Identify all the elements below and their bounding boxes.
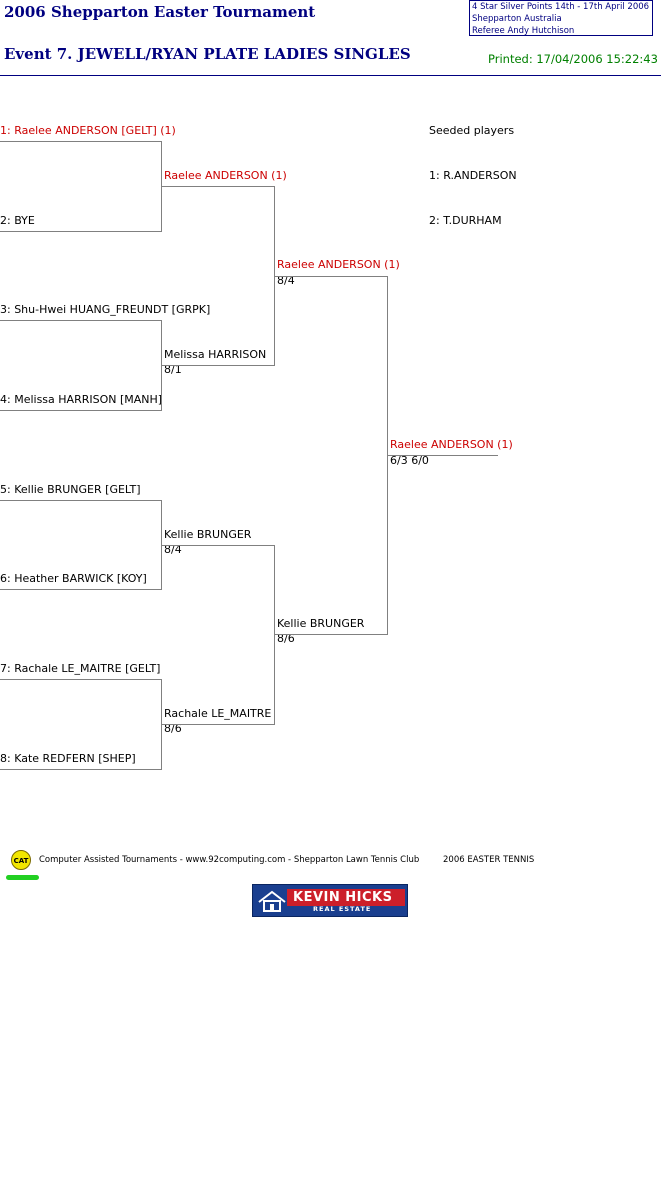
bracket-line	[0, 141, 162, 142]
round2-winner: Melissa HARRISON	[164, 348, 267, 361]
draw-entry-7: 7: Rachale LE_MAITRE [GELT]	[0, 662, 161, 675]
semifinal-winner: Raelee ANDERSON (1)	[277, 258, 400, 271]
sponsor-logo: KEVIN HICKS REAL ESTATE	[252, 884, 408, 917]
footer-credit: Computer Assisted Tournaments - www.92co…	[39, 855, 420, 865]
draw-entry-4: 4: Melissa HARRISON [MANH]	[0, 393, 163, 406]
draw-entry-6: 6: Heather BARWICK [KOY]	[0, 572, 147, 585]
tournament-info-box: 4 Star Silver Points 14th - 17th April 2…	[469, 0, 653, 36]
bracket-line	[274, 545, 275, 725]
tournament-title: 2006 Shepparton Easter Tournament	[4, 3, 316, 21]
seeded-players-heading: Seeded players	[429, 124, 515, 137]
round2-winner: Raelee ANDERSON (1)	[164, 169, 287, 182]
bracket-line	[161, 320, 162, 411]
draw-entry-8: 8: Kate REDFERN [SHEP]	[0, 752, 136, 765]
draw-entry-3: 3: Shu-Hwei HUANG_FREUNDT [GRPK]	[0, 303, 211, 316]
sponsor-name: KEVIN HICKS	[293, 890, 393, 905]
bracket-line	[161, 500, 162, 590]
sponsor-band	[287, 889, 405, 906]
bracket-line	[161, 679, 162, 770]
bracket-line	[275, 276, 388, 277]
semifinal-score: 8/6	[277, 632, 295, 645]
bracket-line	[275, 634, 388, 635]
bracket-line	[387, 276, 388, 635]
final-score: 6/3 6/0	[390, 454, 429, 467]
draw-entry-2: 2: BYE	[0, 214, 35, 227]
bracket-line	[162, 724, 275, 725]
bracket-line	[0, 500, 162, 501]
round2-winner: Kellie BRUNGER	[164, 528, 252, 541]
bracket-line	[0, 410, 162, 411]
round2-winner: Rachale LE_MAITRE	[164, 707, 272, 720]
round2-score: 8/6	[164, 722, 182, 735]
sponsor-tagline: REAL ESTATE	[313, 905, 372, 913]
printed-timestamp: Printed: 17/04/2006 15:22:43	[488, 52, 658, 66]
seed-entry: 2: T.DURHAM	[429, 214, 502, 227]
bracket-line	[0, 589, 162, 590]
semifinal-score: 8/4	[277, 274, 295, 287]
draw-entry-5: 5: Kellie BRUNGER [GELT]	[0, 483, 141, 496]
event-title: Event 7. JEWELL/RYAN PLATE LADIES SINGLE…	[4, 45, 411, 63]
bracket-line	[162, 545, 275, 546]
bracket-line	[162, 365, 275, 366]
info-line: Referee Andy Hutchison	[472, 26, 575, 36]
draw-entry-1: 1: Raelee ANDERSON [GELT] (1)	[0, 124, 176, 137]
champion-name: Raelee ANDERSON (1)	[390, 438, 513, 451]
bracket-line	[0, 231, 162, 232]
bracket-line	[274, 186, 275, 366]
info-line: 4 Star Silver Points 14th - 17th April 2…	[472, 2, 650, 12]
cat-logo-icon: CAT	[11, 850, 31, 870]
footer-event: 2006 EASTER TENNIS	[443, 855, 535, 865]
bracket-line	[0, 320, 162, 321]
info-line: Shepparton Australia	[472, 14, 562, 24]
seed-entry: 1: R.ANDERSON	[429, 169, 517, 182]
bracket-line	[162, 186, 275, 187]
bracket-line	[0, 679, 162, 680]
bracket-line	[161, 141, 162, 232]
round2-score: 8/1	[164, 363, 182, 376]
bracket-line	[0, 769, 162, 770]
cat-underline	[6, 875, 39, 880]
bracket-line	[388, 455, 498, 456]
semifinal-winner: Kellie BRUNGER	[277, 617, 365, 630]
house-icon	[258, 890, 286, 912]
header-divider	[0, 75, 661, 76]
round2-score: 8/4	[164, 543, 182, 556]
